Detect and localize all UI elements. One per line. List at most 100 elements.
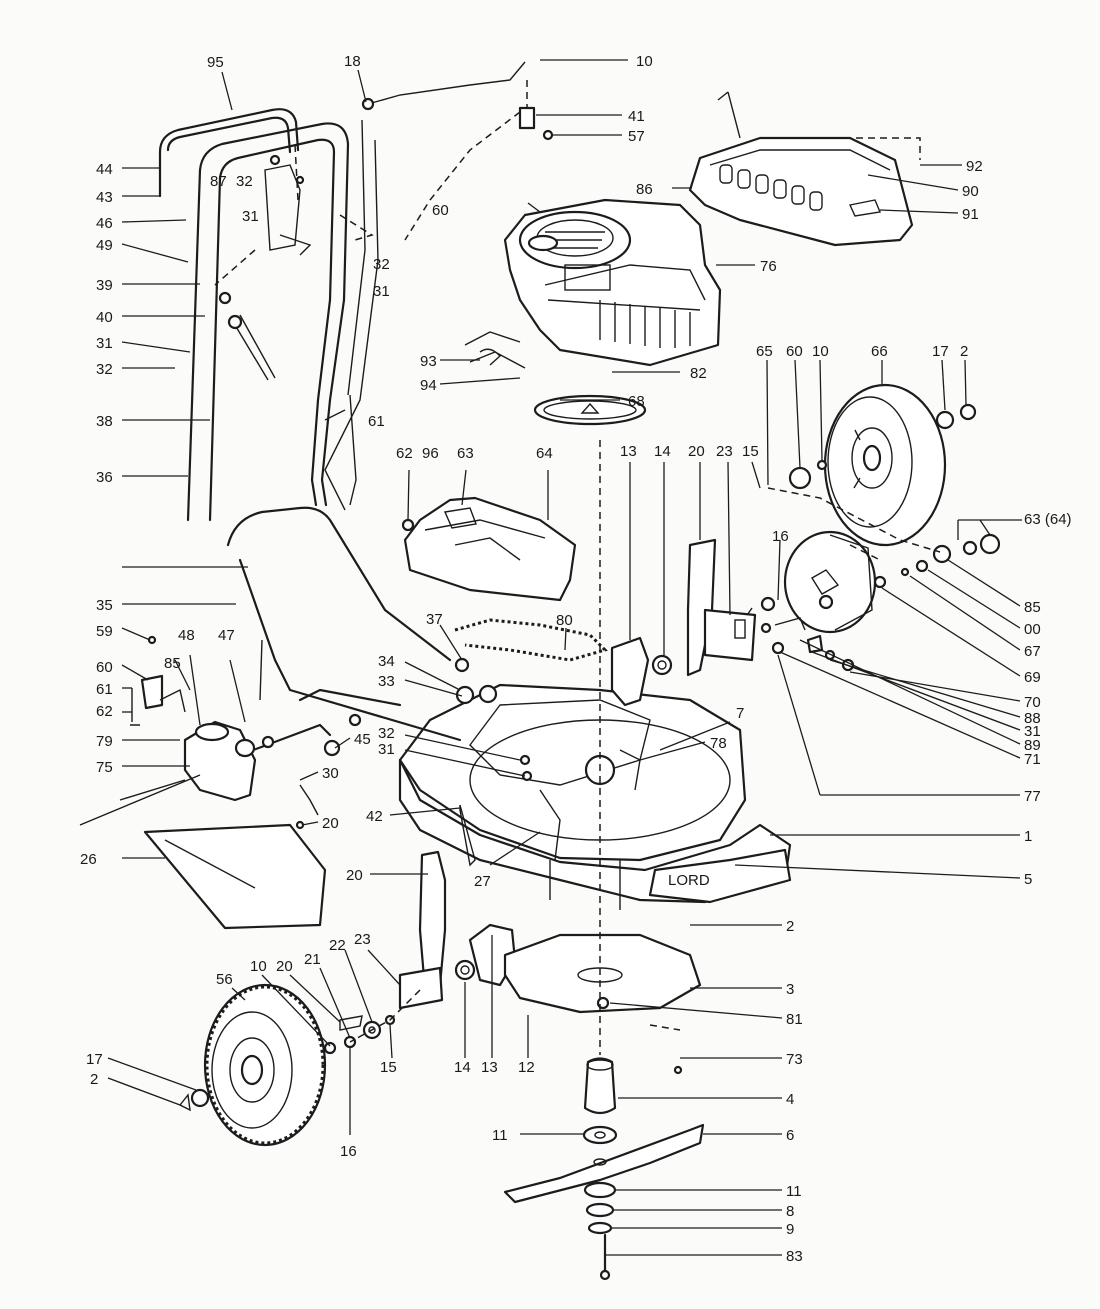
control-cables bbox=[324, 61, 526, 511]
label-45: 45 bbox=[354, 731, 371, 748]
label-27: 27 bbox=[474, 873, 491, 890]
label-23-a: 23 bbox=[716, 443, 733, 460]
label-69: 69 bbox=[1024, 669, 1041, 686]
label-44: 44 bbox=[96, 161, 113, 178]
label-20-d: 20 bbox=[276, 958, 293, 975]
label-93: 93 bbox=[420, 353, 437, 370]
label-6: 6 bbox=[786, 1127, 794, 1144]
label-38: 38 bbox=[96, 413, 113, 430]
label-10-wheel: 10 bbox=[812, 343, 829, 360]
label-14-b: 14 bbox=[454, 1059, 471, 1076]
label-42: 42 bbox=[366, 808, 383, 825]
gearbox bbox=[79, 639, 332, 826]
label-83: 83 bbox=[786, 1248, 803, 1265]
label-57: 57 bbox=[628, 128, 645, 145]
label-82: 82 bbox=[690, 365, 707, 382]
label-39: 39 bbox=[96, 277, 113, 294]
label-20-a: 20 bbox=[688, 443, 705, 460]
label-78: 78 bbox=[710, 735, 727, 752]
label-79: 79 bbox=[96, 733, 113, 750]
label-61-left: 61 bbox=[96, 681, 113, 698]
label-63: 63 bbox=[457, 445, 474, 462]
label-66: 66 bbox=[871, 343, 888, 360]
label-92: 92 bbox=[966, 158, 983, 175]
label-46: 46 bbox=[96, 215, 113, 232]
label-96: 96 bbox=[422, 445, 439, 462]
label-43: 43 bbox=[96, 189, 113, 206]
leader-lines bbox=[107, 59, 1022, 1256]
drive-belt bbox=[533, 394, 647, 426]
label-13-a: 13 bbox=[620, 443, 637, 460]
label-62-top: 62 bbox=[396, 445, 413, 462]
label-20-c: 20 bbox=[346, 867, 363, 884]
label-9: 9 bbox=[786, 1221, 794, 1238]
label-60-left: 60 bbox=[96, 659, 113, 676]
engine-hood bbox=[688, 91, 921, 247]
label-2-a: 2 bbox=[960, 343, 968, 360]
label-12: 12 bbox=[518, 1059, 535, 1076]
label-32-b: 32 bbox=[373, 256, 390, 273]
label-64: 64 bbox=[536, 445, 553, 462]
label-76: 76 bbox=[760, 258, 777, 275]
label-7: 7 bbox=[736, 705, 744, 722]
label-80: 80 bbox=[556, 612, 573, 629]
label-35: 35 bbox=[96, 597, 113, 614]
label-59: 59 bbox=[96, 623, 113, 640]
label-16-b: 16 bbox=[340, 1143, 357, 1160]
label-14-a: 14 bbox=[654, 443, 671, 460]
label-30: 30 bbox=[322, 765, 339, 782]
label-62-left: 62 bbox=[96, 703, 113, 720]
label-41: 41 bbox=[628, 108, 645, 125]
height-adjust-left bbox=[178, 850, 517, 1112]
label-71: 71 bbox=[1024, 751, 1041, 768]
label-15-a: 15 bbox=[742, 443, 759, 460]
chain bbox=[454, 618, 608, 662]
label-31-c: 31 bbox=[96, 335, 113, 352]
label-56: 56 bbox=[216, 971, 233, 988]
label-1: 1 bbox=[1024, 828, 1032, 845]
label-34: 34 bbox=[378, 653, 395, 670]
label-10-top: 10 bbox=[636, 53, 653, 70]
grass-chute bbox=[143, 823, 327, 930]
label-40: 40 bbox=[96, 309, 113, 326]
label-88: 88 bbox=[1024, 710, 1041, 727]
label-16-a: 16 bbox=[772, 528, 789, 545]
label-65: 65 bbox=[756, 343, 773, 360]
label-15-b: 15 bbox=[380, 1059, 397, 1076]
label-47: 47 bbox=[218, 627, 235, 644]
rear-wheel-right bbox=[823, 383, 947, 547]
label-70: 70 bbox=[1024, 694, 1041, 711]
label-68: 68 bbox=[628, 393, 645, 410]
label-33: 33 bbox=[378, 673, 395, 690]
label-60-wheel: 60 bbox=[786, 343, 803, 360]
height-adjust-bar-right bbox=[610, 538, 757, 707]
label-95: 95 bbox=[207, 54, 224, 71]
label-17-a: 17 bbox=[932, 343, 949, 360]
label-5: 5 bbox=[1024, 871, 1032, 888]
label-10-bottom: 10 bbox=[250, 958, 267, 975]
upper-handle bbox=[158, 108, 374, 522]
label-37: 37 bbox=[426, 611, 443, 628]
brand-plate-text: LORD bbox=[668, 872, 710, 889]
label-85-right: 85 bbox=[1024, 599, 1041, 616]
label-23-b: 23 bbox=[354, 931, 371, 948]
label-4: 4 bbox=[786, 1091, 794, 1108]
label-8: 8 bbox=[786, 1203, 794, 1220]
small-parts-right bbox=[744, 403, 1001, 672]
height-adjust-plate-right bbox=[783, 530, 877, 634]
label-89: 89 bbox=[1024, 737, 1041, 754]
label-3: 3 bbox=[786, 981, 794, 998]
label-17-b: 17 bbox=[86, 1051, 103, 1068]
label-36: 36 bbox=[96, 469, 113, 486]
label-73: 73 bbox=[786, 1051, 803, 1068]
blade-assembly bbox=[503, 440, 705, 1281]
label-31-b: 31 bbox=[373, 283, 390, 300]
label-94: 94 bbox=[420, 377, 437, 394]
label-49: 49 bbox=[96, 237, 113, 254]
label-32-a: 32 bbox=[236, 173, 253, 190]
label-91: 91 bbox=[962, 206, 979, 223]
label-2-b: 2 bbox=[786, 918, 794, 935]
label-31-d: 31 bbox=[378, 741, 395, 758]
